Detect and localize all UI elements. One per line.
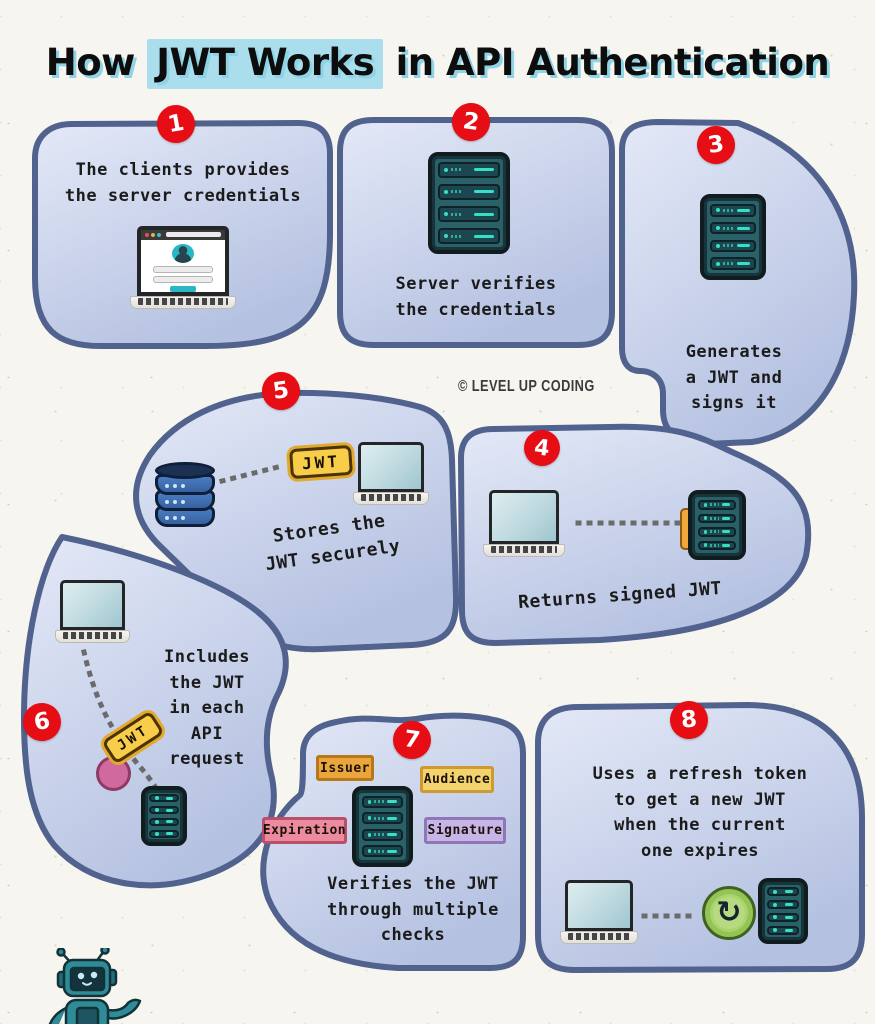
- laptop-keyboard: [55, 629, 130, 643]
- laptop-icon: [353, 442, 429, 506]
- browser-dot-red: [145, 232, 150, 237]
- server-icon: [700, 194, 766, 280]
- signature-badge: Signature: [424, 817, 506, 844]
- watermark: © LEVEL UP CODING: [458, 378, 595, 395]
- title-highlight: JWT Works: [147, 38, 384, 89]
- issuer-badge: Issuer: [316, 755, 374, 781]
- step-7-text: Verifies the JWT through multiple checks: [327, 874, 499, 945]
- step-8-text: Uses a refresh token to get a new JWT wh…: [592, 764, 808, 861]
- jwt-badge: JWT: [289, 444, 353, 480]
- address-bar: [166, 232, 221, 238]
- username-field: [153, 265, 213, 273]
- laptop-icon: [55, 580, 130, 643]
- browser-dot-yellow: [151, 232, 156, 237]
- title-pre: How: [45, 40, 148, 84]
- laptop-icon: [560, 880, 638, 945]
- step-3-text: Generates a JWT and signs it: [685, 342, 783, 413]
- step-6-text: Includes the JWT in each API request: [164, 647, 250, 769]
- server-icon: [758, 878, 808, 944]
- step-1-text: The clients provides the server credenti…: [64, 160, 302, 206]
- login-screen: [137, 226, 229, 296]
- request-dot-icon: [96, 756, 131, 791]
- laptop-keyboard: [560, 931, 638, 945]
- laptop-login-icon: [130, 226, 236, 309]
- refresh-icon: ↻: [702, 886, 756, 940]
- laptop-keyboard: [130, 295, 236, 309]
- server-icon: [352, 786, 413, 867]
- laptop-keyboard: [483, 544, 565, 558]
- password-field: [153, 275, 213, 283]
- title-post: in API Authentication: [383, 40, 830, 84]
- robot-mascot-icon: [48, 948, 142, 1024]
- audience-badge: Audience: [420, 766, 494, 793]
- server-icon: [688, 490, 746, 560]
- browser-dot-teal: [157, 232, 162, 237]
- laptop-keyboard: [353, 492, 429, 506]
- connector-db-to-jwt: [218, 461, 290, 485]
- expiration-badge: Expiration: [262, 817, 347, 844]
- server-icon: [141, 786, 187, 846]
- page-title: How JWT Works in API Authentication: [0, 38, 875, 89]
- step-2-text: Server verifies the credentials: [395, 274, 557, 320]
- panel-step-4: [458, 423, 812, 646]
- database-icon: [155, 462, 215, 527]
- avatar: [172, 243, 194, 263]
- server-icon: [428, 152, 510, 254]
- laptop-icon: [483, 490, 565, 558]
- browser-toolbar: [141, 230, 225, 240]
- login-button: [170, 285, 196, 292]
